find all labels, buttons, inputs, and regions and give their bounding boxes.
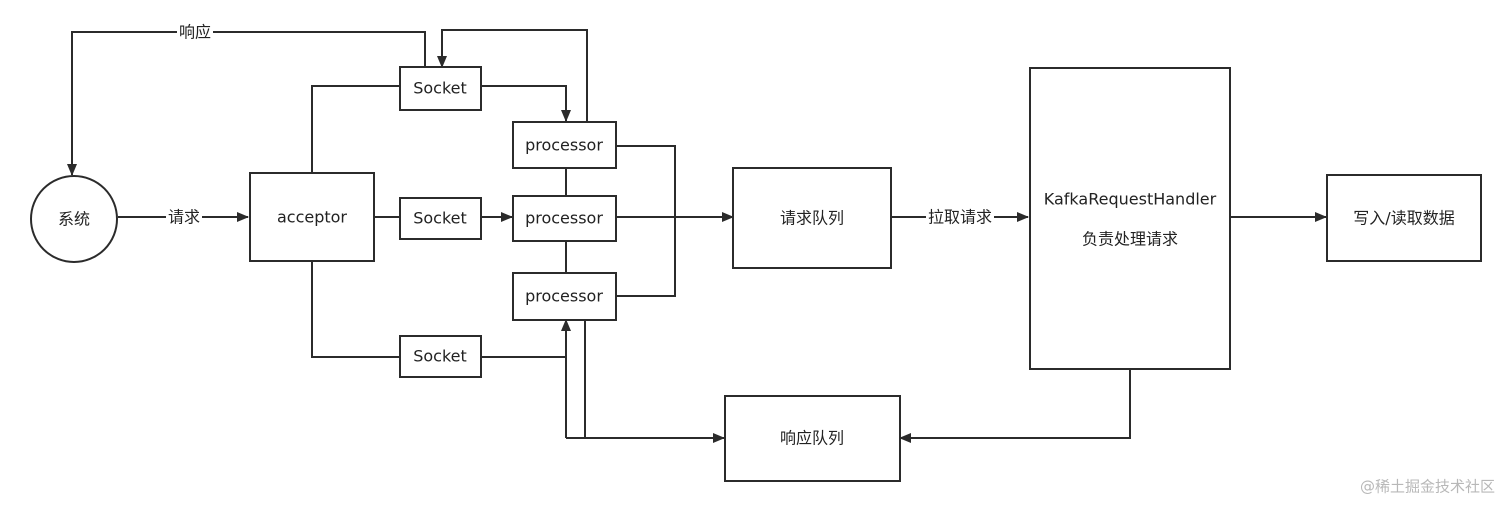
edge-socket-top-processor bbox=[481, 85, 571, 122]
edge-label-pull-request: 拉取请求 bbox=[928, 208, 992, 227]
edge-label-request: 请求 bbox=[168, 208, 200, 227]
node-socket-top-label: Socket bbox=[413, 79, 467, 98]
node-system: 系统 bbox=[30, 175, 118, 263]
node-acceptor-label: acceptor bbox=[277, 208, 347, 227]
node-write-read: 写入/读取数据 bbox=[1326, 174, 1482, 262]
node-socket-mid: Socket bbox=[399, 197, 482, 240]
edge-acceptor-socket-top bbox=[311, 85, 400, 173]
edge-acceptor-socket-bottom bbox=[311, 261, 400, 358]
node-request-queue-label: 请求队列 bbox=[780, 209, 844, 228]
edge-response bbox=[67, 31, 426, 176]
node-processor-1-label: processor bbox=[525, 136, 603, 155]
node-processor-2-label: processor bbox=[525, 209, 603, 228]
node-system-label: 系统 bbox=[58, 210, 90, 229]
edge-socket-bottom-processor bbox=[481, 319, 571, 358]
node-processor-3-label: processor bbox=[525, 287, 603, 306]
node-request-queue: 请求队列 bbox=[732, 167, 892, 269]
node-handler-subtitle: 负责处理请求 bbox=[1082, 230, 1178, 249]
node-response-queue: 响应队列 bbox=[724, 395, 901, 482]
node-acceptor: acceptor bbox=[249, 172, 375, 262]
node-processor-2: processor bbox=[512, 195, 617, 242]
node-write-read-label: 写入/读取数据 bbox=[1353, 209, 1454, 228]
edge-processors-merge bbox=[616, 145, 676, 297]
edge-label-response: 响应 bbox=[179, 23, 211, 42]
edge-processor-socket-loop bbox=[437, 29, 588, 121]
node-handler-title: KafkaRequestHandler bbox=[1044, 190, 1217, 209]
node-socket-mid-label: Socket bbox=[413, 209, 467, 228]
node-socket-bottom: Socket bbox=[399, 335, 482, 378]
watermark: @稀土掘金技术社区 bbox=[1360, 478, 1495, 496]
node-socket-bottom-label: Socket bbox=[413, 347, 467, 366]
node-processor-1: processor bbox=[512, 121, 617, 169]
edge-handler-response-queue bbox=[899, 369, 1131, 443]
node-response-queue-label: 响应队列 bbox=[780, 429, 844, 448]
node-socket-top: Socket bbox=[399, 66, 482, 111]
node-processor-3: processor bbox=[512, 272, 617, 321]
node-kafka-request-handler: KafkaRequestHandler 负责处理请求 bbox=[1029, 67, 1231, 370]
